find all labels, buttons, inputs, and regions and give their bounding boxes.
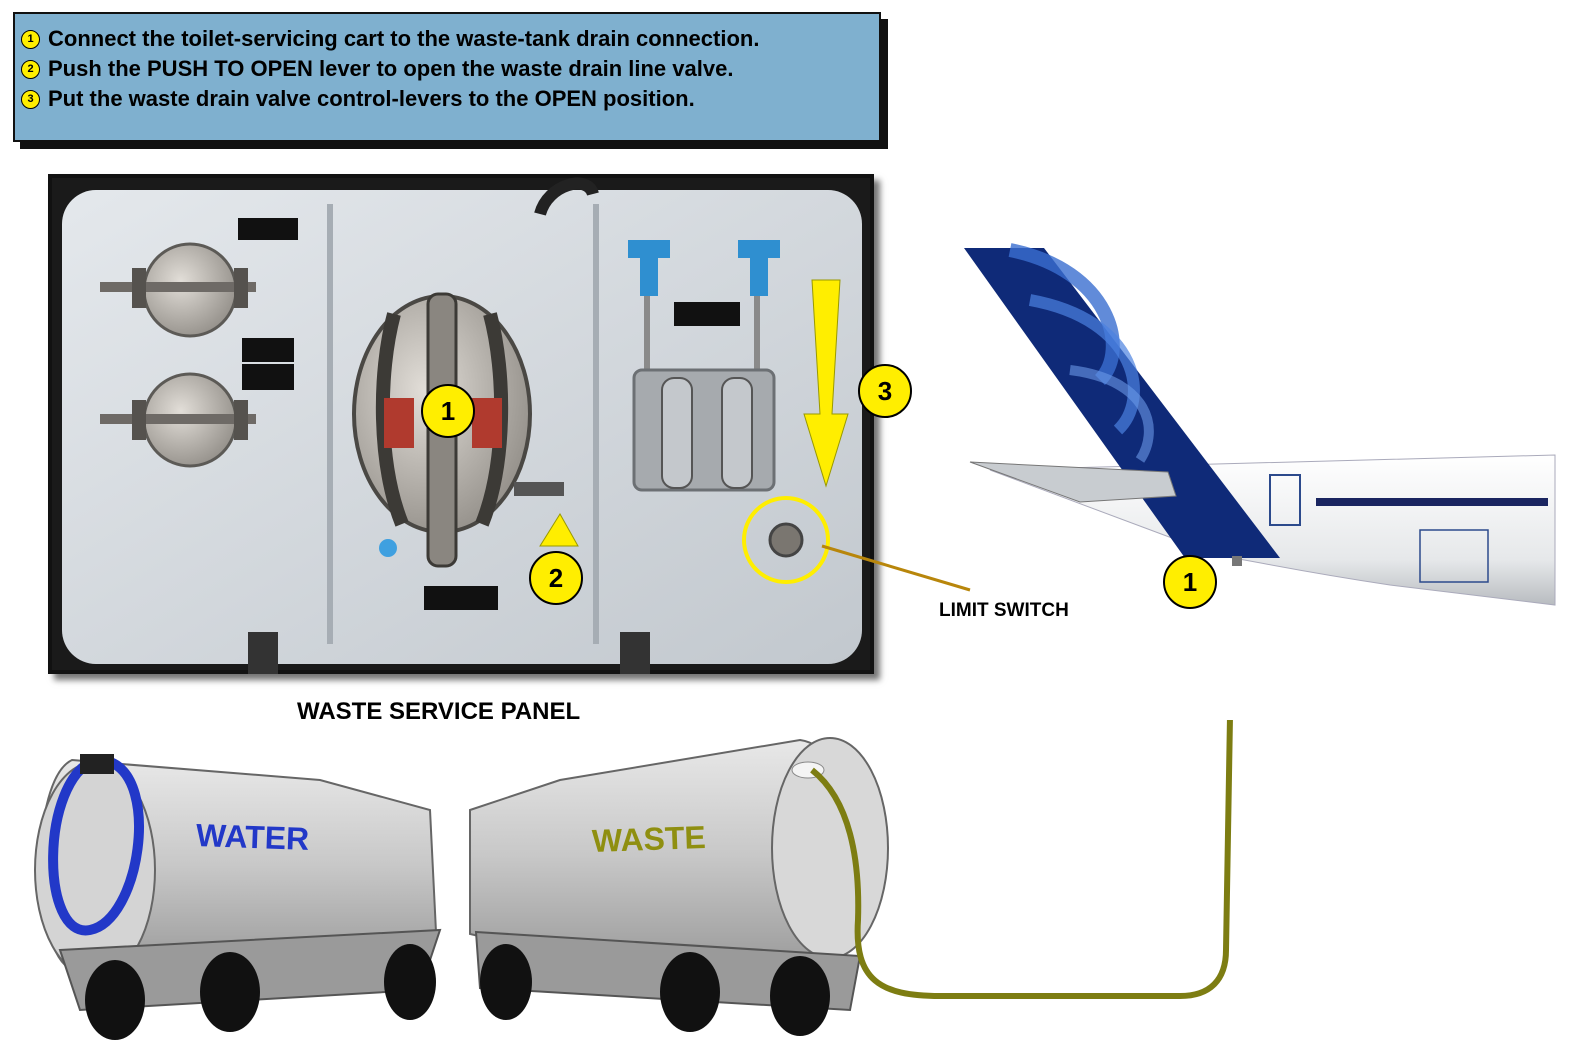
limit-switch-highlight-ring: [742, 496, 830, 584]
placard-waste-drain-valve: [424, 586, 498, 610]
instruction-text: Connect the toilet-servicing cart to the…: [48, 26, 760, 51]
placard-control-cable: [674, 302, 740, 326]
service-carts-illustration: [34, 720, 1233, 1040]
instructions-box: 1 Connect the toilet-servicing cart to t…: [13, 12, 881, 142]
placard-lav-drain-nipple: [238, 218, 298, 240]
limit-switch: [768, 522, 804, 558]
step-number-badge: 3: [21, 89, 40, 109]
instruction-text: Put the waste drain valve control-levers…: [48, 86, 695, 111]
callout-1-drain-valve: 1: [421, 384, 475, 438]
lav-drain-cap-upper: [100, 242, 256, 338]
rear-door: [1269, 474, 1301, 526]
callout-2-push-lever: 2: [529, 551, 583, 605]
placard-cap-assy: [242, 338, 294, 362]
push-to-open-lever: [514, 482, 564, 496]
horizontal-stabiliser: [969, 461, 1177, 503]
instruction-step: 1 Connect the toilet-servicing cart to t…: [21, 24, 879, 54]
waste-drain-port: [1232, 556, 1242, 566]
cabin-windows: [1316, 498, 1548, 506]
top-hose: [534, 177, 599, 217]
waste-drain-hose: [810, 720, 1233, 999]
waste-cart: [469, 737, 889, 1036]
instruction-text: Push the PUSH TO OPEN lever to open the …: [48, 56, 734, 81]
water-cart-label: WATER: [195, 817, 310, 857]
waste-cart-label: WASTE: [591, 819, 707, 859]
lever-direction-arrow: [803, 279, 849, 488]
water-hose: [48, 755, 144, 936]
placard-nipple-lav-drain: [242, 364, 294, 390]
vertical-stabiliser: [964, 248, 1280, 558]
callout-3-control-levers: 3: [858, 364, 912, 418]
step-number-badge: 2: [21, 59, 40, 79]
lav-drain-cap-lower: [100, 372, 256, 468]
push-lever-pointer: [539, 513, 579, 547]
aircraft-tail-illustration: [964, 243, 1556, 606]
drain-valve-control-levers: [628, 240, 780, 492]
instruction-step: 3 Put the waste drain valve control-leve…: [21, 84, 879, 114]
limit-switch-leader-line: [821, 544, 971, 592]
cargo-door: [1419, 529, 1489, 583]
limit-switch-label: LIMIT SWITCH: [939, 600, 1069, 621]
callout-1-aircraft-connection: 1: [1163, 555, 1217, 609]
water-cart: [34, 754, 442, 1040]
instruction-step: 2 Push the PUSH TO OPEN lever to open th…: [21, 54, 879, 84]
step-number-badge: 1: [21, 29, 40, 49]
panel-caption: WASTE SERVICE PANEL: [297, 698, 581, 725]
